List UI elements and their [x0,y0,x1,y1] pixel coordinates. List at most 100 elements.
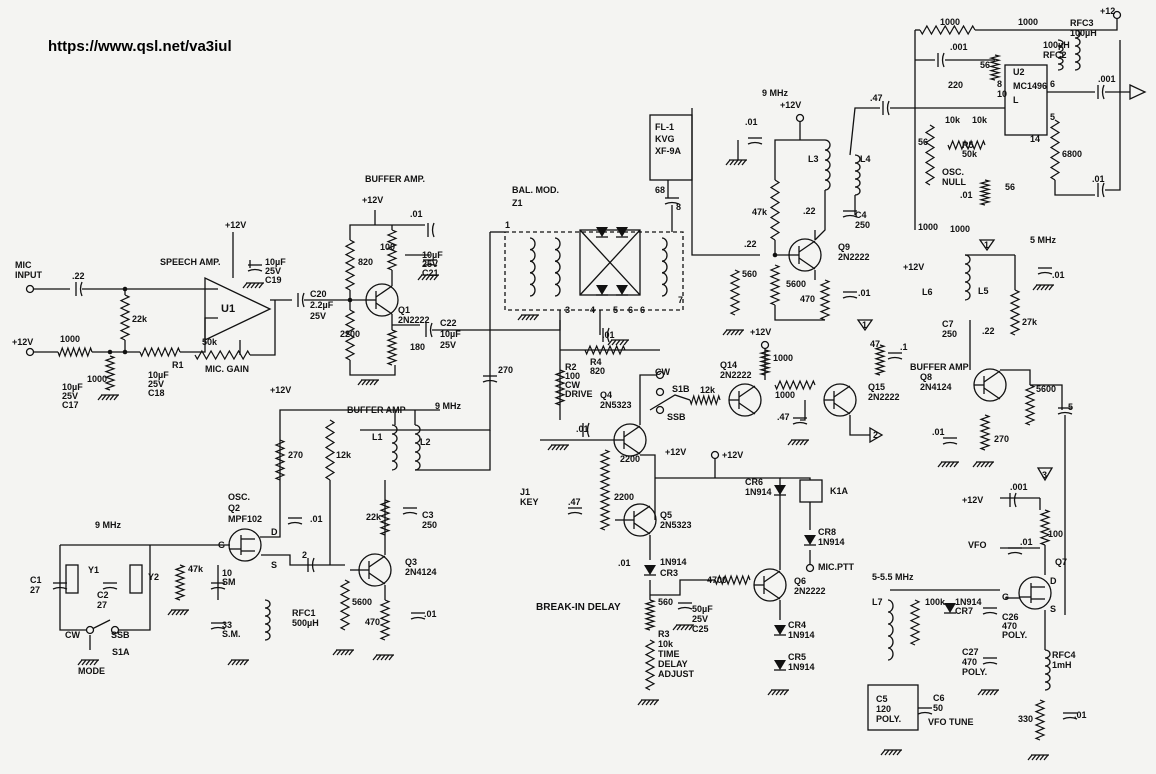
ground-symbol [779,689,785,696]
terminal [655,387,665,397]
res-label: 10k [972,115,988,125]
wire [640,454,656,520]
res-label: 5600 [352,597,372,607]
ground-symbol [733,159,739,166]
transistor-q1 [375,302,393,315]
res-label: 330 [1018,714,1033,724]
c25-label: 25V [692,614,708,624]
wire [59,600,90,631]
ground-symbol [734,329,740,336]
rfc4-label: 1mH [1052,660,1072,670]
ground-symbol [101,394,107,401]
c6-label: C6 [933,693,945,703]
wire [1000,15,1118,31]
wire [250,300,276,356]
ground-symbol [1044,284,1050,291]
cap-label: .01 [1052,270,1065,280]
res-label: 1000 [60,334,80,344]
diode-cr3 [644,565,656,575]
r-270-q2 [274,439,286,481]
terminal [85,625,95,635]
c21-label: 25V [422,259,438,269]
mic-input-label: MIC [15,260,32,270]
cr8-label: CR8 [818,527,836,537]
rfc1 [264,599,271,641]
ssb-label: SSB [667,412,686,422]
ground-symbol [649,699,655,706]
cr3-label: CR3 [660,568,678,578]
c20-label: 2.2µF [310,300,334,310]
ground-symbol [372,654,378,661]
transistor-q5 [633,505,651,518]
res-label: 47k [752,207,768,217]
ground-symbol [525,314,531,321]
res-label: 560 [742,269,757,279]
ground-symbol [953,461,959,468]
q8-label: 2N4124 [920,382,952,392]
cap-33sm [210,626,226,630]
r-12k [324,419,336,481]
mic-input-label: INPUT [15,270,43,280]
ground-symbol [725,159,731,166]
terminal [760,340,770,350]
cap-01d [747,141,763,145]
pin-label: 8 [676,202,681,212]
shield-outline [504,231,684,311]
ground-symbol [941,461,947,468]
r2-cw-drive [554,369,566,406]
osc-null-label: NULL [942,177,966,187]
r-820 [344,239,356,291]
q1-label: Q1 [398,305,410,315]
wire [639,374,660,425]
rfc3-label: RFC3 [1070,18,1094,28]
ground-symbol [109,394,115,401]
pin-label: 1 [505,220,510,230]
terminal [25,284,35,294]
ground-symbol [684,624,690,631]
terminal [710,450,720,460]
supply-12v-label: +12V [722,450,743,460]
res-label: 470 [800,294,815,304]
components [25,10,1147,761]
r-470-q3 [379,599,391,641]
j1-label: J1 [520,487,530,497]
r-47k [769,179,781,241]
wire [814,190,826,241]
r-56-top [988,54,1002,81]
cw-label: CW [65,630,80,640]
cap-001-out [1101,84,1105,100]
ground-symbol [981,689,987,696]
cap-01-q7 [1062,716,1078,720]
diode-cr6 [774,485,786,495]
r3-time [644,639,656,691]
pin-label: 6 [640,305,645,315]
ground-symbol [972,461,978,468]
r-560-bd [643,599,657,631]
transistor-q9 [798,240,816,253]
c6 [917,711,933,715]
ground-symbol [332,649,338,656]
mode-label: MODE [78,666,105,676]
cap-label: .001 [1098,74,1116,84]
ground-symbol [1043,754,1049,761]
crystal-y2 [129,564,143,594]
cap-01-vfo [1007,551,1023,555]
l5-label: L5 [978,286,989,296]
ground-symbol [559,444,565,451]
c21-label: 10µF [422,250,443,260]
l7-label: L7 [872,597,883,607]
c18-label: C18 [148,388,165,398]
osc-null-label: OSC. [942,167,964,177]
ground-symbol [429,274,435,281]
time-delay-label: DELAY [658,659,688,669]
ground-symbol [989,689,995,696]
ground-symbol [680,624,686,631]
wire [415,430,491,471]
ground-symbol [619,339,625,346]
ground-symbol [977,689,983,696]
osc-label: MPF102 [228,514,262,524]
ground-symbol [945,461,951,468]
inductor-l1 [391,424,398,471]
ground-symbol [250,282,256,289]
